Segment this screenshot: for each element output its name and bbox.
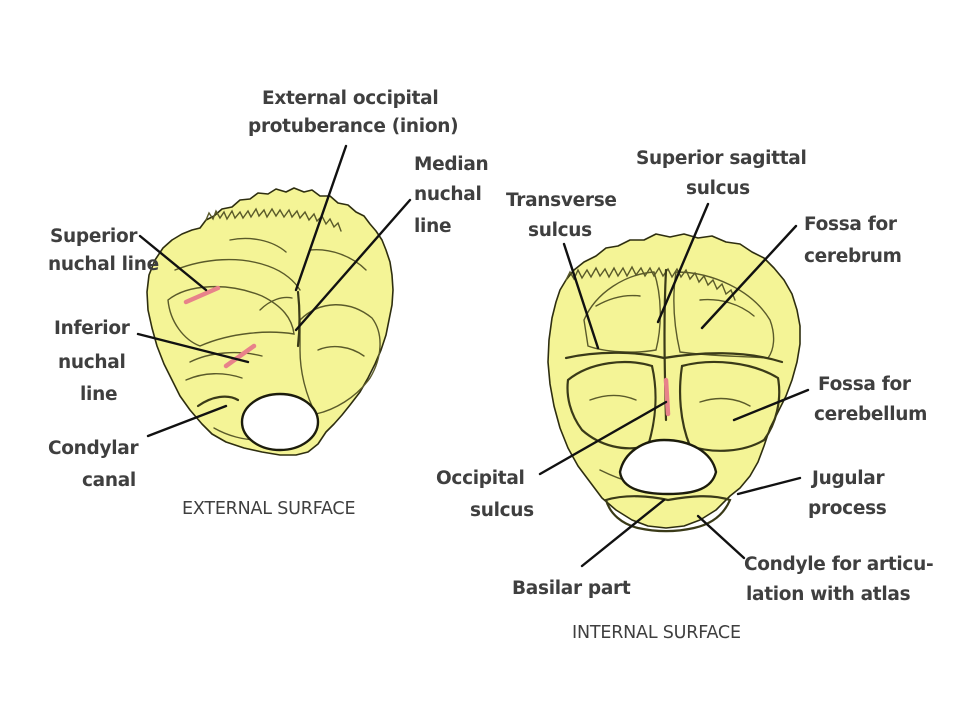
leader-inferior-nuchal — [136, 332, 250, 364]
leader-fossa-cerebellum — [732, 388, 810, 422]
leader-superior-nuchal — [138, 234, 208, 292]
external-ridge-1 — [174, 258, 301, 291]
leader-fossa-cerebrum — [700, 224, 798, 330]
leader-transverse — [562, 242, 600, 350]
leader-median-nuchal — [294, 198, 412, 332]
internal-bone-shape — [547, 233, 801, 529]
label-basilar-part: Basilar part — [512, 578, 631, 599]
internal-ridge-2 — [699, 298, 755, 317]
leader-superior-sagittal — [656, 202, 710, 324]
leader-occipital-sulcus — [538, 400, 668, 476]
external-ridge-2 — [229, 237, 287, 253]
external-ridge-3 — [309, 249, 367, 271]
internal-foramen-magnum — [618, 438, 718, 496]
external-ridge-5 — [189, 351, 263, 363]
external-labels: External occipital protuberance (inion) … — [48, 88, 495, 519]
external-foramen-magnum — [240, 392, 320, 452]
label-superior-nuchal: Superior nuchal line — [48, 226, 159, 275]
label-fossa-cerebrum: Fossa for cerebrum — [804, 214, 903, 267]
caption-external-surface: EXTERNAL SURFACE — [182, 499, 355, 519]
internal-transverse-line — [564, 351, 784, 364]
external-ridge-6 — [185, 373, 243, 381]
label-condylar-canal: Condylar canal — [48, 438, 144, 491]
fossa-upper-left — [583, 271, 661, 353]
internal-suture-edge — [565, 265, 736, 301]
fossa-lower-right — [678, 360, 781, 452]
internal-labels: Superior sagittal sulcus Transverse sulc… — [436, 148, 939, 643]
external-surface-view — [146, 187, 394, 456]
label-transverse: Transverse sulcus — [506, 190, 623, 241]
label-jugular-process: Jugular process — [808, 468, 890, 519]
leader-condylar-canal — [146, 404, 228, 438]
external-ridge-8 — [317, 345, 365, 357]
caption-internal-surface: INTERNAL SURFACE — [572, 623, 741, 643]
superior-nuchal-marker — [183, 285, 221, 305]
leader-basilar-part — [580, 498, 666, 568]
leader-condyle — [696, 514, 746, 560]
external-ridge-7 — [196, 395, 240, 408]
internal-surface-view — [547, 233, 801, 533]
internal-ridge-3 — [589, 394, 637, 401]
external-ridge-4 — [296, 290, 301, 348]
label-protuberance: External occipital protuberance (inion) — [248, 88, 458, 137]
label-inferior-nuchal: Inferior nuchal line — [54, 318, 136, 405]
inferior-nuchal-marker — [223, 343, 257, 369]
label-condyle: Condyle for articu- lation with atlas — [744, 554, 939, 605]
leader-jugular-process — [736, 476, 802, 496]
internal-ridge-4 — [699, 397, 751, 407]
label-superior-sagittal: Superior sagittal sulcus — [636, 148, 813, 199]
label-fossa-cerebellum: Fossa for cerebellum — [814, 374, 927, 425]
label-median-nuchal: Median nuchal line — [414, 154, 495, 237]
occipital-sulcus-marker — [663, 377, 671, 417]
external-ridge-9 — [259, 296, 293, 311]
leader-lines — [136, 144, 810, 568]
internal-ridge-1 — [595, 294, 641, 307]
leader-protuberance — [294, 144, 348, 292]
external-right-lobe — [299, 304, 381, 415]
external-suture-edge — [205, 207, 342, 232]
label-occipital-sulcus: Occipital sulcus — [436, 468, 534, 521]
